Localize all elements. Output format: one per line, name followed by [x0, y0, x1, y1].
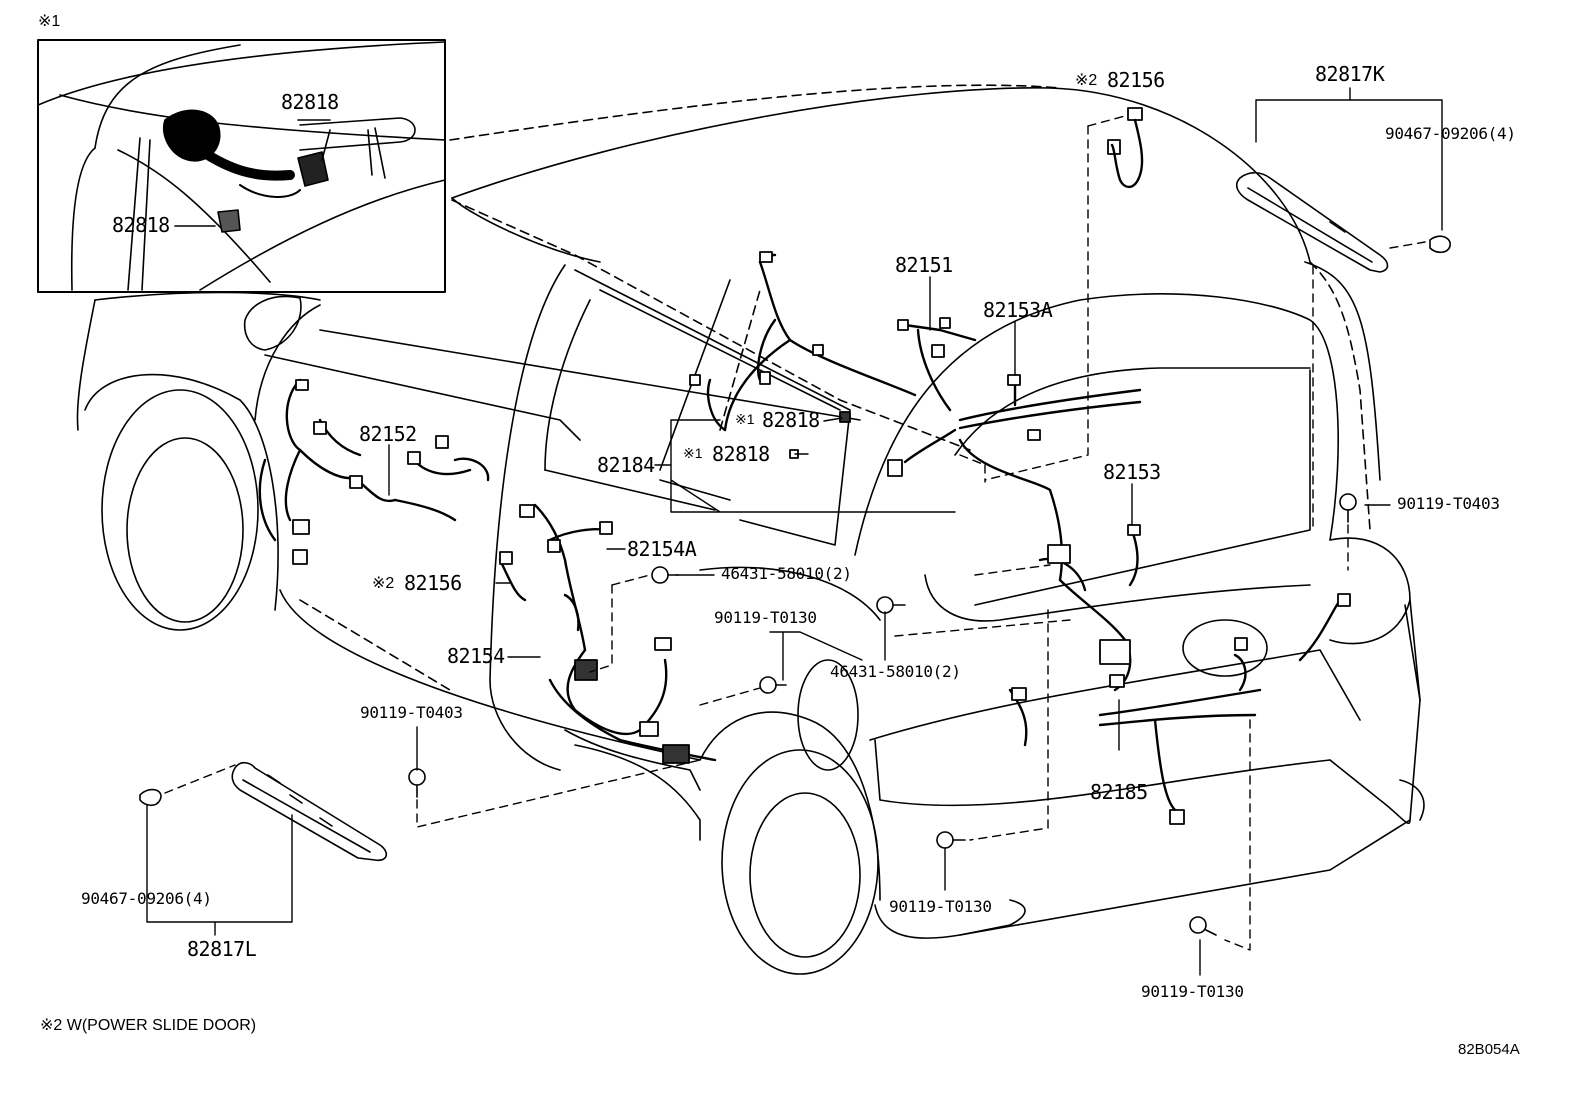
part-90119-T0130-bottom-left: 90119-T0130: [889, 897, 992, 916]
part-82817L: 82817L: [187, 937, 257, 961]
part-82153A: 82153A: [983, 298, 1053, 322]
part-82156-top: 82156: [1107, 68, 1165, 92]
inset-detail: [37, 39, 446, 293]
part-82184: 82184: [597, 453, 655, 477]
part-90119-T0130-mid: 90119-T0130: [714, 608, 817, 627]
fasteners: [408, 493, 1357, 936]
note2-mark-top: ※2: [1075, 72, 1098, 89]
inset-mark: ※1: [38, 13, 61, 30]
part-82151: 82151: [895, 253, 953, 277]
part-46431-58010-a: 46431-58010(2): [721, 564, 852, 583]
part-82152: 82152: [359, 422, 417, 446]
part-90119-T0403-left: 90119-T0403: [360, 703, 463, 722]
footnote-power-slide-door: ※2 W(POWER SLIDE DOOR): [40, 1017, 257, 1034]
part-82154: 82154: [447, 644, 505, 668]
harness-82156-top: [1110, 118, 1144, 189]
mark1-a: ※1: [735, 411, 755, 427]
diagram-code: 82B054A: [1458, 1041, 1520, 1058]
mark1-b: ※1: [683, 445, 703, 461]
part-82818-a: 82818: [762, 408, 820, 432]
note2-mark-side: ※2: [372, 575, 395, 592]
part-90467-09206-top: 90467-09206(4): [1385, 124, 1516, 143]
scuff-plate-82817L: [139, 761, 388, 862]
vehicle-body: [76, 84, 1425, 975]
part-82185: 82185: [1090, 780, 1148, 804]
part-90119-T0403-right: 90119-T0403: [1397, 494, 1500, 513]
assembly-dashes: [164, 115, 1426, 951]
part-82156-side: 82156: [404, 571, 462, 595]
part-82154A: 82154A: [627, 537, 697, 561]
part-90119-T0130-bottom-right: 90119-T0130: [1141, 982, 1244, 1001]
inset-part-82818-lower: 82818: [112, 213, 170, 237]
part-90467-09206-bottom: 90467-09206(4): [81, 889, 212, 908]
leader-lines: [146, 87, 1443, 976]
wire-harnesses: [258, 253, 1342, 812]
scuff-plate-82817K: [1236, 171, 1451, 273]
part-82817K: 82817K: [1315, 62, 1385, 86]
inset-part-82818-upper: 82818: [281, 90, 339, 114]
part-82153: 82153: [1103, 460, 1161, 484]
connectors: [292, 107, 1351, 825]
part-82818-b: 82818: [712, 442, 770, 466]
part-46431-58010-b: 46431-58010(2): [830, 662, 961, 681]
